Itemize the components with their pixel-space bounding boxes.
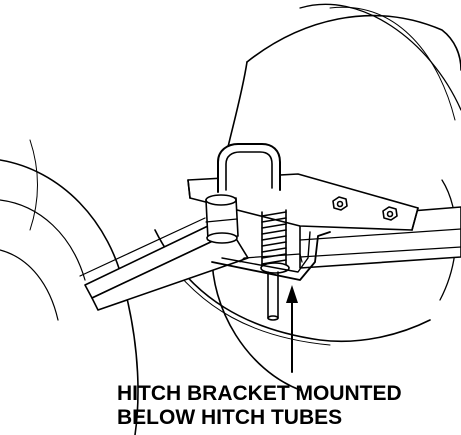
caption-line-2: BELOW HITCH TUBES [117,406,343,429]
hex-bolt-left [332,196,348,211]
roller-bushing [205,194,239,244]
caption-line-1: HITCH BRACKET MOUNTED [117,382,402,405]
rear-tire-outline [211,3,461,391]
leader-arrow [286,285,298,373]
hitch-bracket [211,231,331,281]
hex-bolt-right [382,206,398,221]
spring-pin [260,209,290,321]
u-bolt-handle [217,143,281,193]
